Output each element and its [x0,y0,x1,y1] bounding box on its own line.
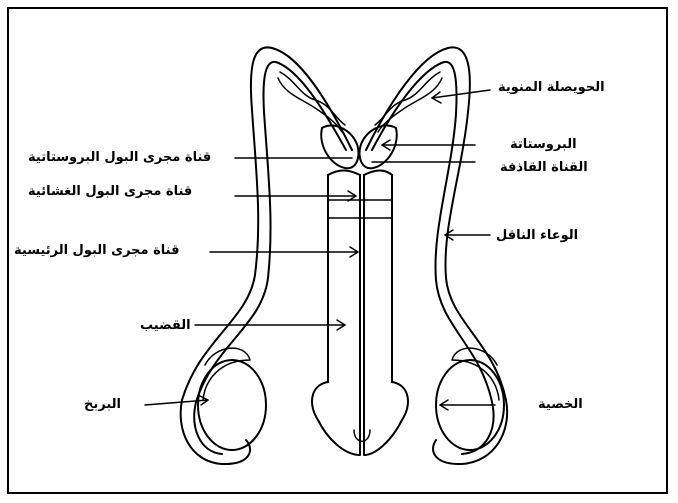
right-glans [364,382,408,455]
label-prostate: البروستاتة [510,137,577,153]
right-vas-deferens-inner [372,62,494,454]
label-prostatic-urethra: قناة مجرى البول البروستاتية [28,150,211,166]
leader-lines [145,90,495,405]
arrowheads [200,92,453,410]
left-prostate-lobe [321,125,358,168]
leader-seminal-vesicle [432,90,490,98]
left-testis [198,360,266,450]
urethra-top [328,170,392,175]
label-ejaculatory-duct: القناة القاذفة [500,160,588,176]
label-seminal-vesicle: الحويصلة المنوية [498,80,605,96]
left-epididymis [203,348,250,400]
glans-tip [354,430,370,441]
left-vas-deferens-inner [194,62,346,454]
label-main-urethra: قناة مجرى البول الرئيسية [14,243,179,259]
label-testis: الخصية [538,397,583,413]
left-glans [312,382,360,455]
right-epididymis [452,348,499,400]
label-vas-deferens: الوعاء الناقل [496,228,578,244]
label-epididymis: البربخ [84,397,121,413]
label-penis: القضيب [140,318,191,334]
label-membranous-urethra: قناة مجرى البول الغشائية [28,184,192,200]
